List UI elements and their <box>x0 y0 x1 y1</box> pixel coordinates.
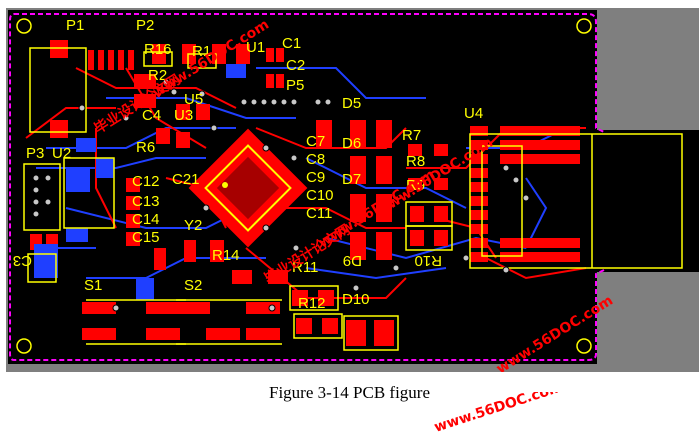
designator-u2: U2 <box>52 145 71 162</box>
designator-c10: C10 <box>306 187 334 204</box>
designator-r8: R8 <box>406 153 425 170</box>
designator-u1: U1 <box>246 39 265 56</box>
designator-s1: S1 <box>84 277 102 294</box>
designator-p2: P2 <box>136 17 154 34</box>
designator-d5: D5 <box>342 95 361 112</box>
mounting-hole <box>16 18 32 34</box>
designator-s2: S2 <box>184 277 202 294</box>
designator-d7: D7 <box>342 171 361 188</box>
designator-u3: U3 <box>174 107 193 124</box>
board-outline <box>9 13 605 361</box>
vias <box>32 78 530 312</box>
designator-d10: D10 <box>342 291 370 308</box>
designator-r12: R12 <box>298 295 326 312</box>
designator-c7: C7 <box>306 133 325 150</box>
designator-y2: Y2 <box>184 217 202 234</box>
mounting-hole <box>576 338 592 354</box>
u4-connector-pads <box>470 126 580 262</box>
designator-r2: R2 <box>148 67 167 84</box>
designator-c3: C3 <box>13 252 32 269</box>
designator-c9: C9 <box>306 169 325 186</box>
pcb-layout-image: P1 P2 R16 R1 U1 C1 C2 P5 R2 U5 C4 U3 D5 … <box>6 8 699 372</box>
designator-c1: C1 <box>282 35 301 52</box>
designator-p3: P3 <box>26 145 44 162</box>
designator-r9: R9 <box>406 177 425 194</box>
designator-r14: R14 <box>212 247 240 264</box>
designator-c12: C12 <box>132 173 160 190</box>
designator-p5: P5 <box>286 77 304 94</box>
designator-c8: C8 <box>306 151 325 168</box>
mounting-hole <box>16 338 32 354</box>
designator-c4: C4 <box>142 107 161 124</box>
designator-u4: U4 <box>464 105 483 122</box>
designator-c14: C14 <box>132 211 160 228</box>
bottom-layer-pads <box>34 64 246 300</box>
figure-caption: Figure 3-14 PCB figure <box>268 383 431 402</box>
designator-r1: R1 <box>192 43 211 60</box>
silkscreen-outlines <box>23 47 683 351</box>
designator-r10: R10 <box>414 252 442 269</box>
designator-c13: C13 <box>132 193 160 210</box>
designator-d6: D6 <box>342 135 361 152</box>
designator-r11: R11 <box>292 259 318 276</box>
designator-r6: R6 <box>136 139 155 156</box>
designator-c2: C2 <box>286 57 305 74</box>
designator-r16: R16 <box>144 41 172 58</box>
designator-c15: C15 <box>132 229 160 246</box>
mounting-hole <box>576 18 592 34</box>
designator-u5: U5 <box>184 91 203 108</box>
designator-p1: P1 <box>66 17 84 34</box>
designator-c21: C21 <box>172 171 200 188</box>
designators: P1 P2 R16 R1 U1 C1 C2 P5 R2 U5 C4 U3 D5 … <box>13 17 483 312</box>
pin1-marker <box>222 182 228 188</box>
top-layer-pads <box>30 40 448 346</box>
designator-c11: C11 <box>306 205 332 222</box>
designator-d9: D9 <box>343 252 362 269</box>
designator-r7: R7 <box>402 127 421 144</box>
